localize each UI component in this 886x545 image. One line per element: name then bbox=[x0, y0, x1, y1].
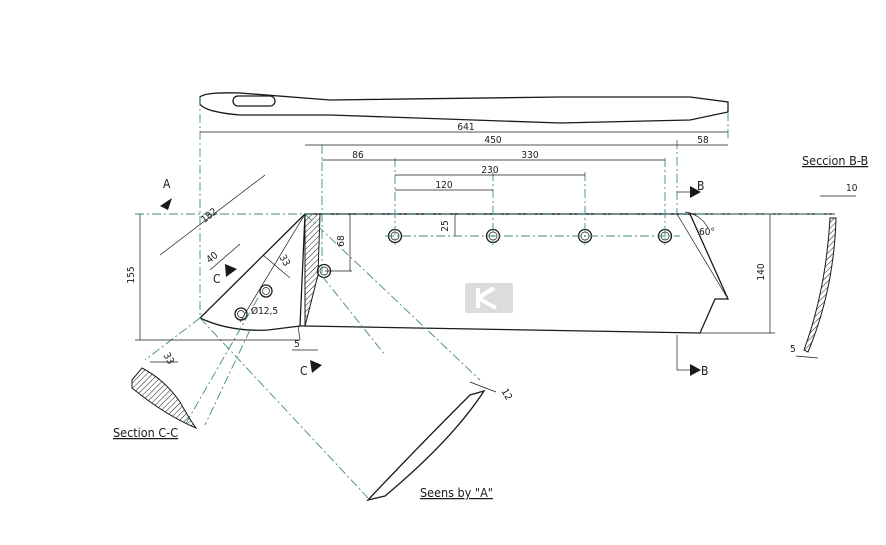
section-label-b-top: B bbox=[697, 179, 704, 193]
title-section-bb: Seccion B-B bbox=[802, 153, 868, 168]
bolt-hole bbox=[259, 284, 273, 298]
logo-watermark bbox=[465, 283, 513, 313]
dim-hole-span: 450 bbox=[484, 135, 501, 146]
section-label-c-top: C bbox=[213, 272, 221, 286]
title-section-cc: Section C-C bbox=[113, 425, 178, 440]
dim-foot-5: 5 bbox=[294, 339, 300, 350]
title-seen-by-a: Seens by "A" bbox=[420, 485, 493, 500]
section-markers bbox=[160, 186, 701, 376]
dim-angle: 60° bbox=[699, 227, 715, 238]
dim-end-offset: 58 bbox=[697, 135, 709, 146]
section-cc bbox=[131, 361, 198, 430]
dim-left-height: 68 bbox=[336, 235, 347, 247]
dim-seen-12: 12 bbox=[499, 387, 514, 402]
dim-sec-bb-5: 5 bbox=[790, 344, 796, 355]
dim-diag-40: 40 bbox=[205, 250, 221, 266]
dim-overall-length: 641 bbox=[457, 122, 474, 133]
dim-diag-33: 33 bbox=[277, 253, 292, 268]
dim-pitch-230: 230 bbox=[481, 165, 498, 176]
view-seen-by-a bbox=[366, 381, 497, 502]
dim-height-right: 140 bbox=[756, 263, 767, 280]
view-label-a: A bbox=[163, 177, 171, 191]
center-lines bbox=[135, 97, 835, 499]
dim-pitch-330: 330 bbox=[521, 150, 538, 161]
dim-height-left: 155 bbox=[126, 266, 137, 283]
dim-sec-bb-10: 10 bbox=[846, 183, 858, 194]
dim-pitch-120: 120 bbox=[435, 180, 452, 191]
dim-sec-cc-33: 33 bbox=[161, 351, 176, 366]
section-label-b-bottom: B bbox=[701, 364, 708, 378]
section-label-c-bottom: C bbox=[300, 364, 308, 378]
section-bb bbox=[795, 195, 856, 359]
dimension-lines bbox=[135, 131, 775, 351]
dim-hole-drop: 25 bbox=[440, 220, 451, 231]
front-view bbox=[198, 213, 835, 341]
shin-section-hatch bbox=[304, 213, 321, 327]
top-view bbox=[199, 92, 729, 124]
dim-hole-diameter: Ø12,5 bbox=[251, 305, 278, 317]
bolt-hole bbox=[234, 307, 248, 321]
dim-left-offset: 86 bbox=[352, 150, 364, 161]
slot-hole bbox=[232, 95, 276, 107]
